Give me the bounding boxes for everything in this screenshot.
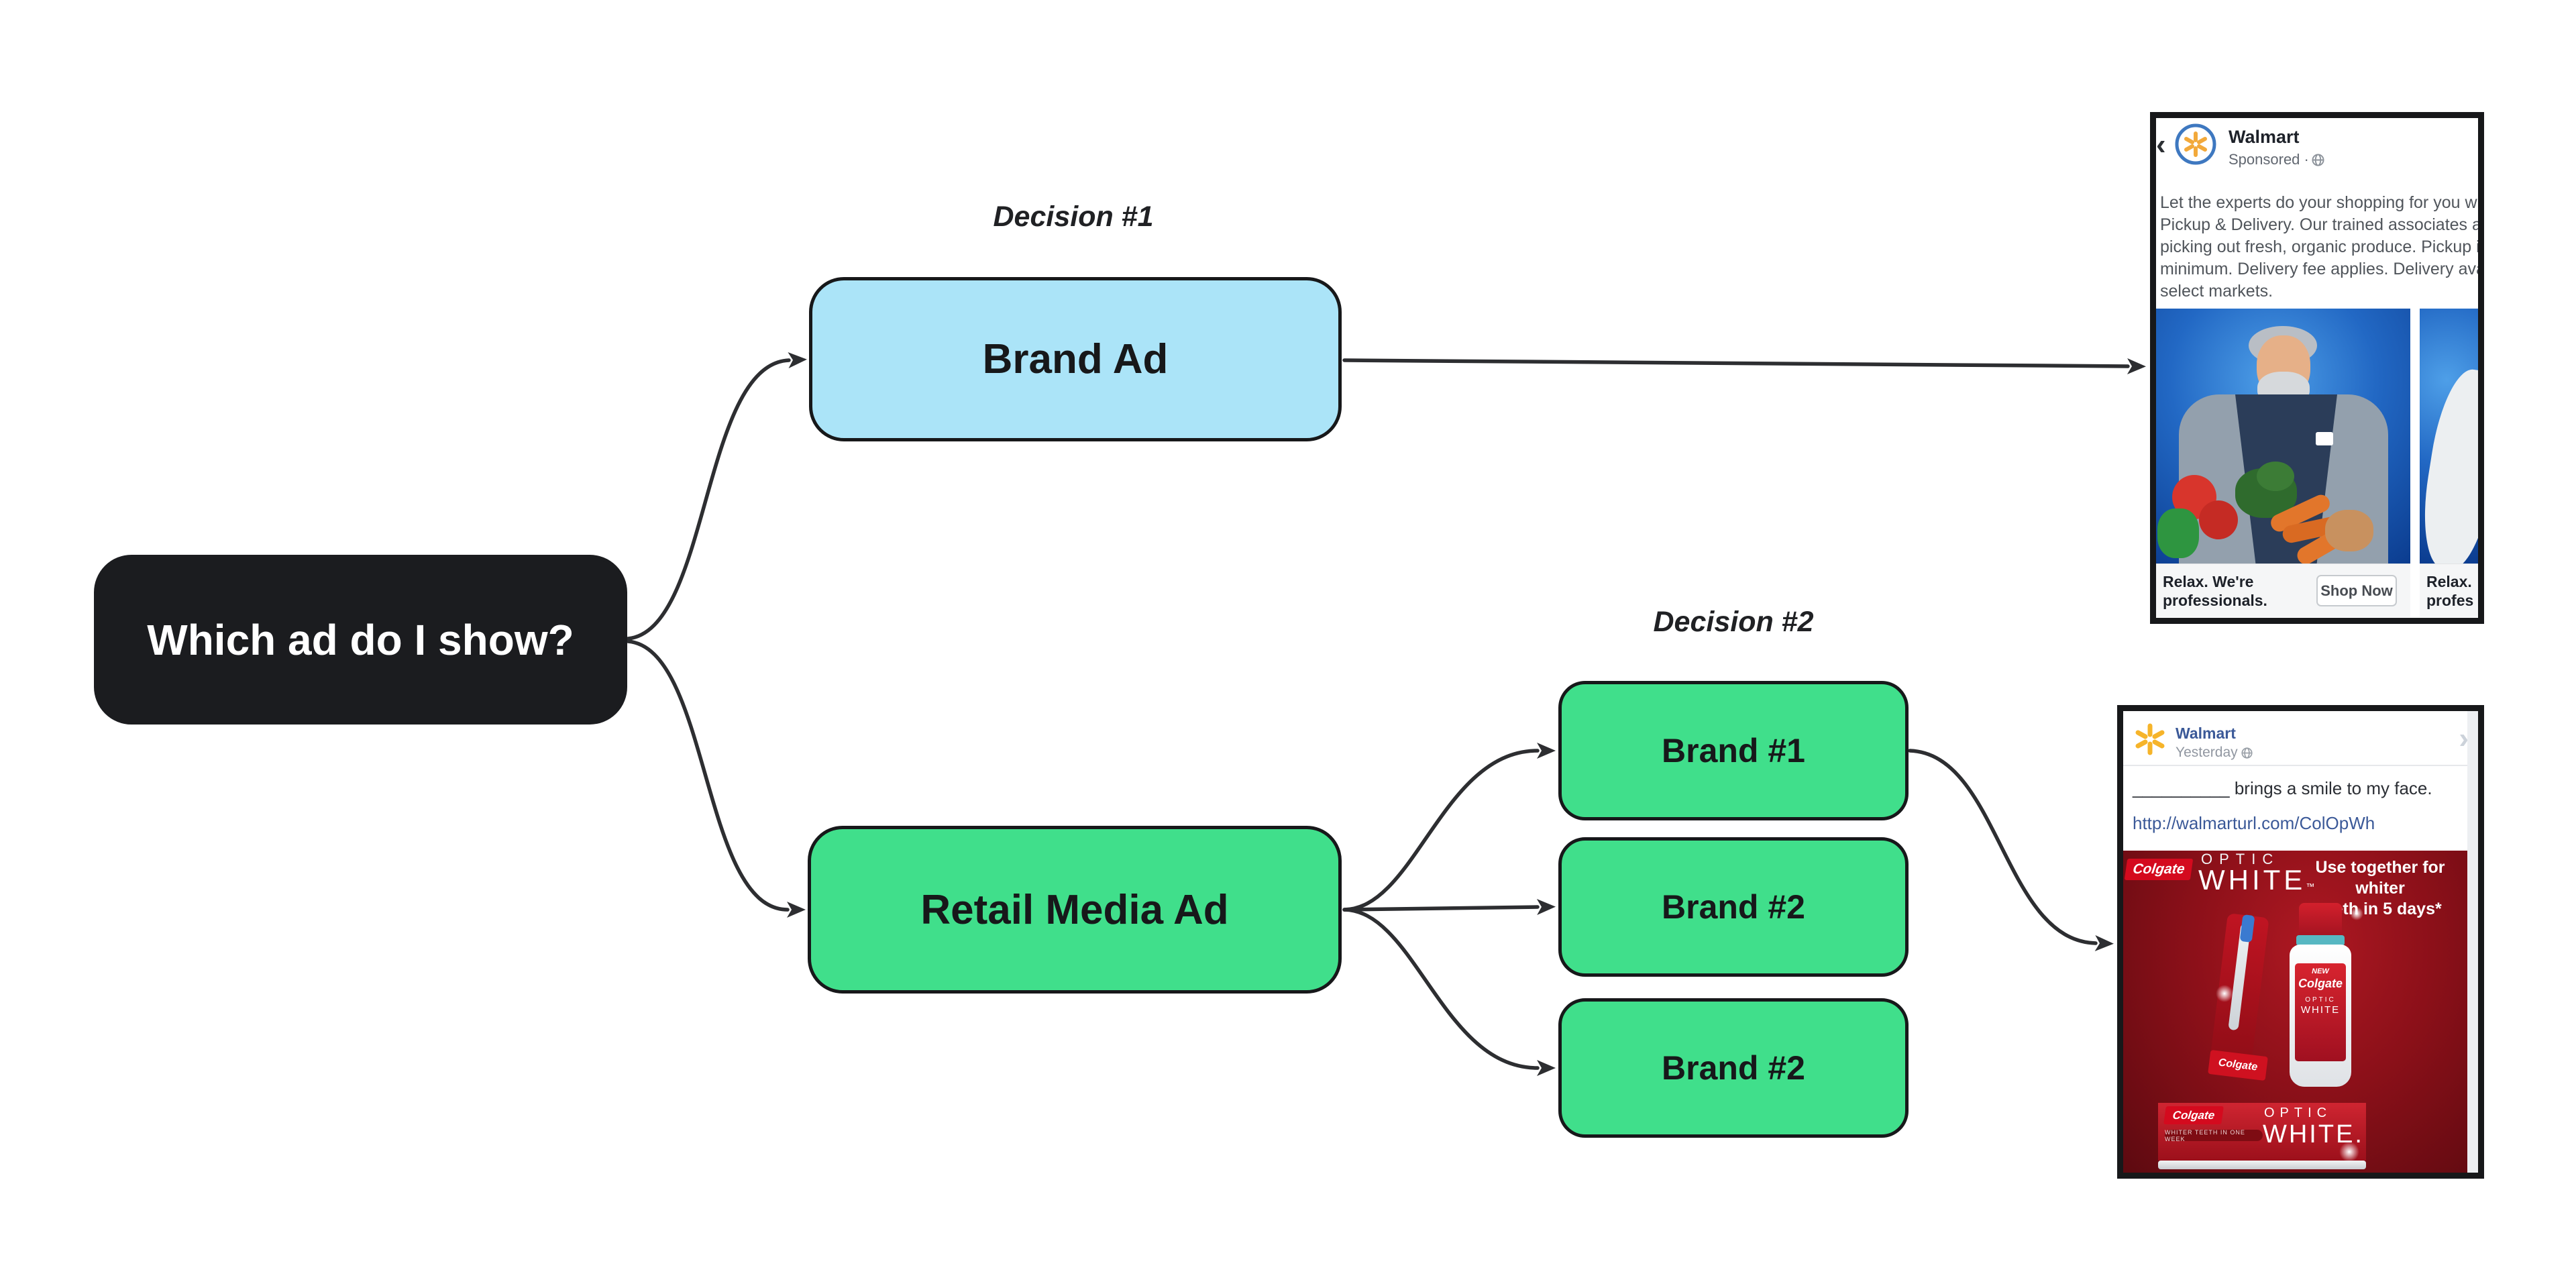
caption-line: profes — [2426, 592, 2474, 609]
retail-media-ad-example-screenshot: › Walmart Yesterday __________ brings a … — [2117, 705, 2484, 1179]
walmart-spark-icon — [2135, 723, 2165, 755]
ad-body-line: minimum. Delivery fee applies. Delivery … — [2160, 260, 2478, 278]
sparkle — [2339, 1142, 2359, 1162]
decision-1-label: Decision #1 — [993, 201, 1154, 233]
mouthwash-cap — [2299, 903, 2342, 939]
caption-line: Relax. We're — [2163, 573, 2254, 590]
arrow-retail-to-brand2 — [1342, 899, 1556, 916]
post-meta: Yesterday — [2176, 745, 2253, 761]
node-brand-2[interactable]: Brand #2 — [1558, 837, 1909, 977]
sponsored-meta: Sponsored · — [2229, 151, 2324, 168]
back-chevron-icon[interactable]: ‹ — [2156, 128, 2166, 161]
node-brand-2b[interactable]: Brand #2 — [1558, 998, 1909, 1138]
toothpaste-box-line1: OPTIC — [2264, 1106, 2332, 1120]
photo-broccoli — [2257, 462, 2294, 491]
node-brand-2b-label: Brand #2 — [1662, 1049, 1805, 1087]
walmart-logo-icon — [2175, 123, 2216, 165]
sparkle — [2350, 907, 2363, 920]
caption-line: professionals. — [2163, 592, 2267, 609]
mouthwash-line1: OPTIC — [2305, 996, 2336, 1004]
claim-line: Use together for whiter — [2315, 858, 2445, 898]
colgate-hero-image: Colgate OPTIC WHITE™ Use together for wh… — [2123, 851, 2467, 1173]
carousel-card-2[interactable]: Relax. profes — [2420, 309, 2478, 617]
walmart-associate-photo — [2156, 309, 2410, 564]
card-2-caption: Relax. profes — [2420, 564, 2478, 617]
node-brand-ad[interactable]: Brand Ad — [809, 277, 1342, 441]
brand-ad-example-screenshot: ‹ Walmart Sponsored · Let the experts do… — [2150, 112, 2484, 624]
node-retail-media-ad[interactable]: Retail Media Ad — [808, 826, 1342, 994]
node-brand-2-label: Brand #2 — [1662, 888, 1805, 926]
toothpaste-box-logo: Colgate — [2163, 1106, 2224, 1124]
decision-2-label: Decision #2 — [1653, 606, 1814, 638]
node-brand-1-label: Brand #1 — [1662, 732, 1805, 769]
page-edge-gutter — [2467, 711, 2478, 1173]
advertiser-name[interactable]: Walmart — [2229, 127, 2300, 147]
card-2-caption-text: Relax. profes — [2426, 572, 2473, 610]
ad-body-text: Let the experts do your shopping for you… — [2160, 192, 2481, 303]
mouthwash-line2: WHITE — [2300, 1004, 2341, 1016]
ad-body-line: picking out fresh, organic produce. Pick… — [2160, 237, 2480, 256]
shop-now-button[interactable]: Shop Now — [2316, 575, 2397, 606]
node-which-ad-label: Which ad do I show? — [147, 615, 574, 664]
toothpaste-box-claim: WHITER TEETH IN ONE WEEK — [2165, 1129, 2263, 1142]
sparkle — [2216, 985, 2233, 1002]
sponsored-label: Sponsored · — [2229, 151, 2309, 168]
globe-icon — [2312, 153, 2324, 166]
photo-name-badge — [2316, 432, 2333, 445]
colgate-logo: Colgate — [2124, 859, 2194, 880]
optic-white-title-line2: WHITE™ — [2198, 864, 2314, 896]
node-brand-1[interactable]: Brand #1 — [1558, 681, 1909, 820]
node-retail-media-ad-label: Retail Media Ad — [920, 886, 1229, 933]
photo-shirt — [2420, 365, 2478, 564]
timestamp: Yesterday — [2176, 745, 2238, 760]
globe-icon — [2241, 747, 2253, 759]
arrow-retail-to-brand1 — [1342, 743, 1556, 912]
photo-tomato — [2199, 500, 2238, 539]
toothbrush-tag: Colgate — [2208, 1049, 2268, 1081]
optic-white-title-line1: OPTIC — [2201, 851, 2280, 867]
post-text-body: brings a smile to my face. — [2229, 778, 2432, 798]
arrow-brand1-to-example — [1908, 749, 2114, 951]
walmart-associate-photo-2 — [2420, 309, 2478, 564]
advertiser-name[interactable]: Walmart — [2176, 725, 2236, 742]
toothpaste-box: Colgate WHITER TEETH IN ONE WEEK OPTIC W… — [2158, 1103, 2366, 1161]
ad-body-line: Pickup & Delivery. Our trained associate… — [2160, 215, 2481, 234]
new-badge: NEW — [2312, 967, 2329, 975]
mouthwash-brand: Colgate — [2298, 977, 2343, 990]
ad-body-line: select markets. — [2160, 282, 2273, 301]
arrow-root-to-retail-media — [626, 639, 806, 918]
photo-hand — [2325, 510, 2373, 551]
arrow-brand-ad-to-example — [1342, 358, 2146, 374]
mouthwash-label: NEW Colgate OPTIC WHITE — [2295, 963, 2346, 1061]
post-link[interactable]: http://walmarturl.com/ColOpWh — [2133, 813, 2375, 833]
ad-body-line: Let the experts do your shopping for you… — [2160, 193, 2481, 212]
hero-claim-text: Use together for whiter teeth in 5 days* — [2310, 857, 2451, 920]
node-which-ad[interactable]: Which ad do I show? — [94, 555, 627, 725]
carousel-card-1[interactable]: Relax. We're professionals. Shop Now — [2156, 309, 2410, 617]
photo-green-pepper — [2157, 508, 2199, 558]
post-text: __________ brings a smile to my face. — [2133, 778, 2432, 799]
mouthwash-band — [2296, 935, 2345, 946]
fill-in-blank: __________ — [2133, 778, 2230, 798]
node-brand-ad-label: Brand Ad — [982, 336, 1169, 382]
card-1-caption: Relax. We're professionals. Shop Now — [2156, 564, 2410, 617]
arrow-retail-to-brand3 — [1342, 908, 1556, 1076]
card-1-caption-text: Relax. We're professionals. — [2163, 572, 2267, 610]
arrow-root-to-brand-ad — [626, 352, 807, 641]
display-base — [2158, 1161, 2366, 1169]
trademark-symbol: ™ — [2306, 881, 2315, 892]
optic-white-word: WHITE — [2198, 864, 2306, 896]
page-curl-chevron-icon[interactable]: › — [2459, 722, 2469, 755]
caption-line: Relax. — [2426, 573, 2472, 590]
divider — [2123, 765, 2467, 766]
